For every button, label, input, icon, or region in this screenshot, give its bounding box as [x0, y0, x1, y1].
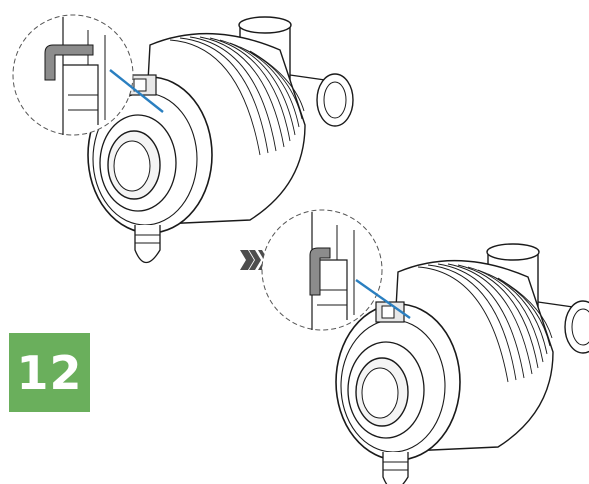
latch-handle-open [44, 44, 94, 81]
detail-pointer-line-after [355, 279, 411, 319]
latch-detail-after [261, 209, 383, 331]
latch-handle-closed [309, 247, 331, 296]
step-number-badge: 12 [9, 333, 90, 412]
latch-detail-before [12, 14, 134, 136]
detail-pointer-line-before [109, 69, 164, 113]
